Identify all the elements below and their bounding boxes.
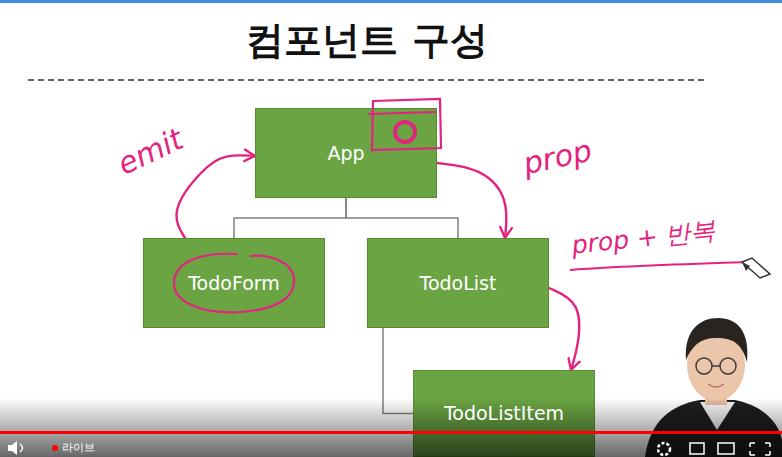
dashed-rule — [28, 79, 706, 81]
live-badge: 라이브 — [62, 441, 95, 454]
handwritten-note: prop + 반복 — [568, 217, 718, 261]
highlight-dot — [395, 122, 415, 142]
component-name: App — [327, 142, 364, 165]
tree-connector — [234, 198, 346, 238]
highlight-ellipse — [174, 254, 294, 313]
data-flow-arrow — [176, 155, 255, 238]
top-bar — [0, 0, 782, 3]
data-flow-arrow — [549, 288, 579, 370]
component-name: TodoList — [420, 272, 497, 295]
component-box: TodoList — [367, 238, 549, 328]
handwritten-note: emit — [111, 121, 191, 183]
underline — [570, 262, 748, 270]
tree-connector — [383, 328, 413, 414]
highlight-box — [368, 99, 441, 150]
presenter — [645, 318, 782, 457]
data-flow-arrow — [437, 163, 506, 238]
handwritten-note: prop — [518, 133, 596, 182]
component-name: TodoForm — [188, 272, 280, 295]
component-name: TodoListItem — [444, 402, 564, 425]
tree-connector — [346, 198, 458, 238]
component-box: App — [255, 108, 437, 198]
slide-title: 컴포넌트 구성 — [0, 18, 734, 64]
component-box: TodoForm — [143, 238, 325, 328]
pencil-cursor — [742, 258, 770, 278]
component-box: TodoListItem — [413, 370, 595, 457]
